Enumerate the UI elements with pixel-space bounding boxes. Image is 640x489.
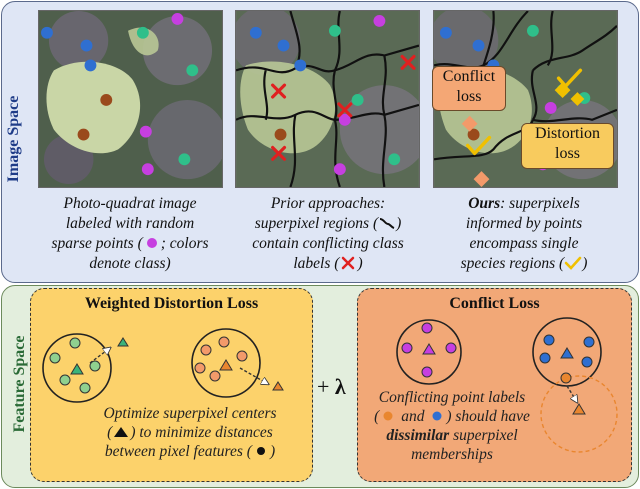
caption-2-line-1: Prior approaches: <box>270 195 386 212</box>
weighted-line-3: between pixel features () <box>60 442 320 461</box>
point-green-3 <box>178 153 191 166</box>
weighted-distortion-description: Optimize superpixel centers ( ) to minimi… <box>60 404 320 461</box>
caption-1-line-2: labeled with random <box>65 215 195 232</box>
caption-3-line-4b: ) <box>582 255 588 272</box>
image-space-label: Image Space <box>5 95 22 183</box>
boundary-line-icon <box>379 218 395 229</box>
weighted-line-3a: between pixel features ( <box>104 443 252 460</box>
feature-space-label: Feature Space <box>11 335 28 433</box>
weighted-distortion-title: Weighted Distortion Loss <box>84 295 259 312</box>
conflict-line-2a: ( <box>374 408 380 425</box>
caption-2-line-4b: ) <box>357 255 363 272</box>
caption-2-line-2: superpixel regions () <box>228 214 428 234</box>
caption-1-line-3b: ; colors <box>160 235 209 252</box>
point-green-2 <box>186 64 199 77</box>
weighted-line-1: Optimize superpixel centers <box>103 405 277 422</box>
caption-2-line-4a: labels ( <box>293 255 340 272</box>
yellow-check-icon <box>564 256 582 270</box>
conflict-line-3-rest: superpixel <box>449 427 518 444</box>
caption-ours: Ours: superpixels informed by points enc… <box>424 194 624 274</box>
red-cross-icon <box>342 256 355 270</box>
caption-prior-approaches: Prior approaches: superpixel regions () … <box>228 194 428 274</box>
conflict-loss-description: Conflicting point labels ( and ) should … <box>357 388 547 464</box>
conflict-line-3: dissimilar superpixel <box>357 426 547 445</box>
conflict-loss-title: Conflict Loss <box>449 295 540 312</box>
caption-3-ours: Ours <box>468 195 501 212</box>
weighted-line-2b: ) to minimize distances <box>130 424 273 441</box>
conflict-line-4: memberships <box>411 446 493 463</box>
conflict-line-2b: and <box>397 408 429 425</box>
orange-point-icon <box>383 411 393 421</box>
caption-1-line-3: sparse points ( ; colors <box>30 234 230 254</box>
photo-quadrat-points <box>38 10 223 188</box>
lambda-symbol: λ <box>334 374 346 399</box>
caption-3-line-4a: species regions ( <box>460 255 565 272</box>
point-brown-1 <box>100 94 113 106</box>
conflict-loss-diagram <box>396 317 618 453</box>
magenta-point-icon <box>146 238 157 248</box>
plus-sign: + <box>317 374 330 399</box>
conflict-line-2: ( and ) should have <box>357 407 547 426</box>
plus-lambda-operator: + λ <box>317 374 346 400</box>
conflict-cross-icons <box>271 54 416 161</box>
caption-3-line-4: species regions () <box>424 254 624 274</box>
photo-quadrat-points-illustration <box>39 11 222 187</box>
weighted-line-3b: ) <box>269 443 276 460</box>
triangle-icon <box>114 427 129 437</box>
caption-3-line-1: Ours: superpixels <box>424 194 624 214</box>
caption-2-line-3: contain conflicting class <box>252 235 404 252</box>
caption-3-line-2: informed by points <box>465 215 583 232</box>
weighted-line-2: ( ) to minimize distances <box>60 423 320 442</box>
point-brown-2 <box>77 128 90 141</box>
caption-2-line-2b: ) <box>396 215 402 232</box>
dot-icon <box>256 447 265 455</box>
caption-1-line-1: Photo-quadrat image <box>63 195 197 212</box>
conflict-dissimilar: dissimilar <box>386 427 450 444</box>
caption-3-line-1-rest: : superpixels <box>500 195 580 212</box>
blue-point-icon <box>432 411 442 421</box>
caption-2-line-2a: superpixel regions ( <box>254 215 379 232</box>
caption-2-line-4: labels () <box>228 254 428 274</box>
point-magenta-2 <box>139 125 152 138</box>
caption-3-line-3: encompass single <box>469 235 579 252</box>
weighted-line-2a: ( <box>107 424 113 441</box>
conflict-loss-tag: Conflict loss <box>432 66 506 111</box>
point-green-1 <box>136 26 149 39</box>
point-magenta-1 <box>171 12 184 25</box>
caption-photo-quadrat: Photo-quadrat image labeled with random … <box>30 194 230 274</box>
conflict-line-1: Conflicting point labels <box>378 389 526 406</box>
check-icons <box>465 68 583 156</box>
caption-1-line-4: denote class) <box>89 255 171 272</box>
caption-1-line-3a: sparse points ( <box>51 235 143 252</box>
weighted-distortion-diagram <box>42 328 284 403</box>
conflict-line-2c: ) should have <box>446 408 530 425</box>
point-magenta-3 <box>141 163 154 176</box>
point-blue-3 <box>84 59 97 72</box>
distortion-loss-tag: Distortion loss <box>521 123 614 169</box>
photo-superpixel-prior <box>235 10 420 188</box>
prior-superpixel-illustration <box>236 11 419 187</box>
point-blue-1 <box>41 26 53 39</box>
conflict-loss-box: Conflict Loss <box>357 288 632 482</box>
point-blue-2 <box>80 39 93 52</box>
